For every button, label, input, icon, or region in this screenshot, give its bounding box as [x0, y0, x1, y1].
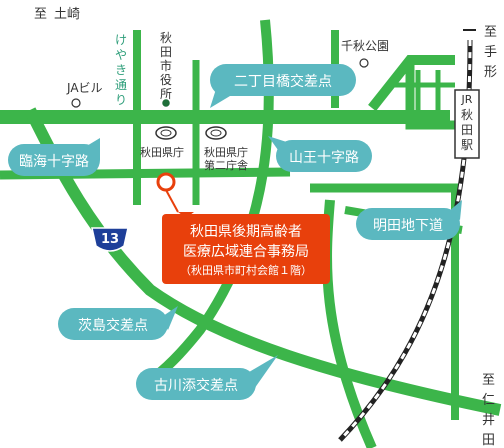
route-13-shield-icon: 13: [91, 227, 129, 252]
destination-box: 秋田県後期高齢者 医療広域連合事務局 （秋田県市町村会館１階）: [162, 212, 330, 284]
pref-office-annex: 秋田県庁 第二庁舎: [204, 126, 248, 172]
svg-text:明田地下道: 明田地下道: [373, 218, 443, 234]
svg-text:秋: 秋: [160, 31, 172, 45]
svg-text:田: 田: [160, 45, 172, 59]
destination-line-2: 医療広域連合事務局: [183, 243, 309, 260]
svg-text:通: 通: [115, 78, 127, 92]
station-char-1: 秋: [461, 108, 473, 122]
ja-building: JAビル: [66, 81, 103, 108]
direction-nw-place: 土崎: [54, 7, 80, 22]
svg-text:所: 所: [160, 87, 172, 101]
bubble-sanno: 山王十字路: [268, 136, 372, 172]
svg-text:り: り: [115, 93, 127, 107]
bubble-nichome: 二丁目橋交差点: [210, 64, 356, 108]
akita-station: JR 秋 田 駅: [454, 89, 480, 159]
ja-building-marker-icon: [71, 98, 81, 108]
direction-se-place-1: 仁: [482, 393, 495, 408]
svg-text:13: 13: [101, 232, 119, 247]
direction-south-east: 至 仁 井 田: [482, 373, 495, 448]
direction-ne-prefix: 至: [484, 25, 497, 40]
pref-office-annex-building-icon: [205, 126, 227, 140]
senshu-park: 千秋公園: [341, 39, 389, 68]
direction-se-place-3: 田: [482, 433, 495, 448]
svg-text:臨海十字路: 臨海十字路: [19, 154, 89, 170]
bubble-meiden: 明田地下道: [356, 200, 462, 240]
bubble-rinkai: 臨海十字路: [8, 138, 100, 176]
destination-line-3: （秋田県市町村会館１階）: [180, 263, 312, 277]
city-hall-marker-icon: [160, 97, 172, 109]
destination-line-1: 秋田県後期高齢者: [190, 223, 302, 240]
road-station-grid: [390, 70, 455, 125]
svg-text:古川添交差点: 古川添交差点: [154, 377, 238, 394]
svg-text:千秋公園: 千秋公園: [341, 39, 389, 53]
station-char-2: 田: [461, 123, 473, 137]
svg-text:き: き: [115, 63, 127, 77]
direction-north-east: 至 手 形: [484, 25, 497, 80]
svg-text:山王十字路: 山王十字路: [289, 150, 359, 166]
station-jr-label: JR: [461, 93, 473, 106]
bubble-ibarajima: 茨島交差点: [58, 306, 178, 340]
city-hall: 秋 田 市 役 所: [160, 31, 172, 109]
svg-text:市: 市: [160, 58, 172, 73]
svg-text:茨島交差点: 茨島交差点: [78, 317, 148, 334]
svg-text:第二庁舎: 第二庁舎: [204, 158, 248, 172]
svg-text:JAビル: JAビル: [66, 81, 103, 95]
direction-nw-prefix: 至: [34, 7, 47, 22]
direction-ne-place-2: 形: [484, 65, 497, 80]
station-char-3: 駅: [461, 138, 473, 152]
svg-text:二丁目橋交差点: 二丁目橋交差点: [234, 73, 332, 90]
direction-north-west: 至 土崎: [34, 7, 80, 22]
pref-office-building-icon: [155, 126, 177, 140]
bubble-furukawa: 古川添交差点: [136, 355, 278, 400]
direction-se-prefix: 至: [482, 373, 495, 388]
destination-marker-icon: [156, 172, 179, 213]
svg-text:け: け: [115, 33, 127, 47]
svg-text:秋田県庁: 秋田県庁: [140, 145, 184, 159]
direction-se-place-2: 井: [482, 413, 495, 428]
direction-ne-place-1: 手: [484, 45, 497, 60]
svg-text:秋田県庁: 秋田県庁: [204, 145, 248, 159]
svg-text:や: や: [115, 48, 127, 62]
svg-text:役: 役: [160, 72, 172, 87]
senshu-park-marker-icon: [359, 58, 369, 68]
keyaki-street-label: け や き 通 り: [115, 33, 127, 107]
pref-office: 秋田県庁: [140, 126, 184, 159]
